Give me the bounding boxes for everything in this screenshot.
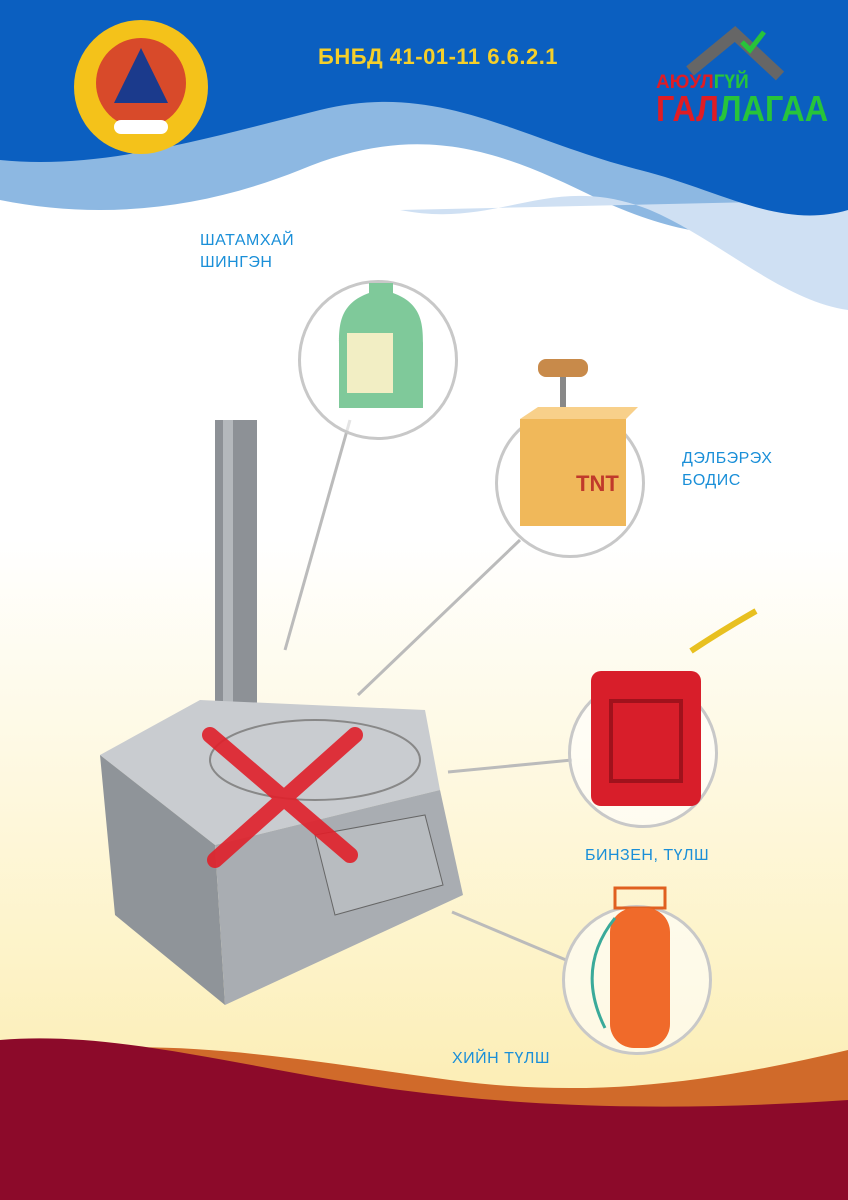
prohibited-cross-icon bbox=[202, 727, 363, 868]
jerrycan-icon bbox=[591, 608, 758, 806]
item-circle-petrol bbox=[568, 608, 758, 828]
brand-line-1: АЮУЛГҮЙ bbox=[656, 72, 749, 93]
standard-code: БНБД 41-01-11 6.6.2.1 bbox=[318, 44, 559, 69]
label-petrol: БИНЗЕН, ТҮЛШ bbox=[585, 847, 710, 864]
item-circle-flammable-liquid bbox=[298, 223, 458, 440]
emblem-logo bbox=[74, 20, 208, 154]
tnt-icon: TNT bbox=[520, 359, 638, 526]
svg-text:TNT: TNT bbox=[576, 471, 619, 496]
brand-line-2: ГАЛЛАГАА bbox=[656, 88, 829, 129]
stove-illustration bbox=[100, 420, 463, 1005]
item-circle-gas bbox=[562, 886, 712, 1055]
item-circle-explosives: TNT bbox=[495, 359, 645, 558]
bottle-icon bbox=[339, 223, 423, 408]
house-check-icon bbox=[686, 26, 785, 81]
label-gas: ХИЙН ТҮЛШ bbox=[452, 1050, 551, 1067]
gas-cylinder-icon bbox=[590, 886, 670, 1048]
